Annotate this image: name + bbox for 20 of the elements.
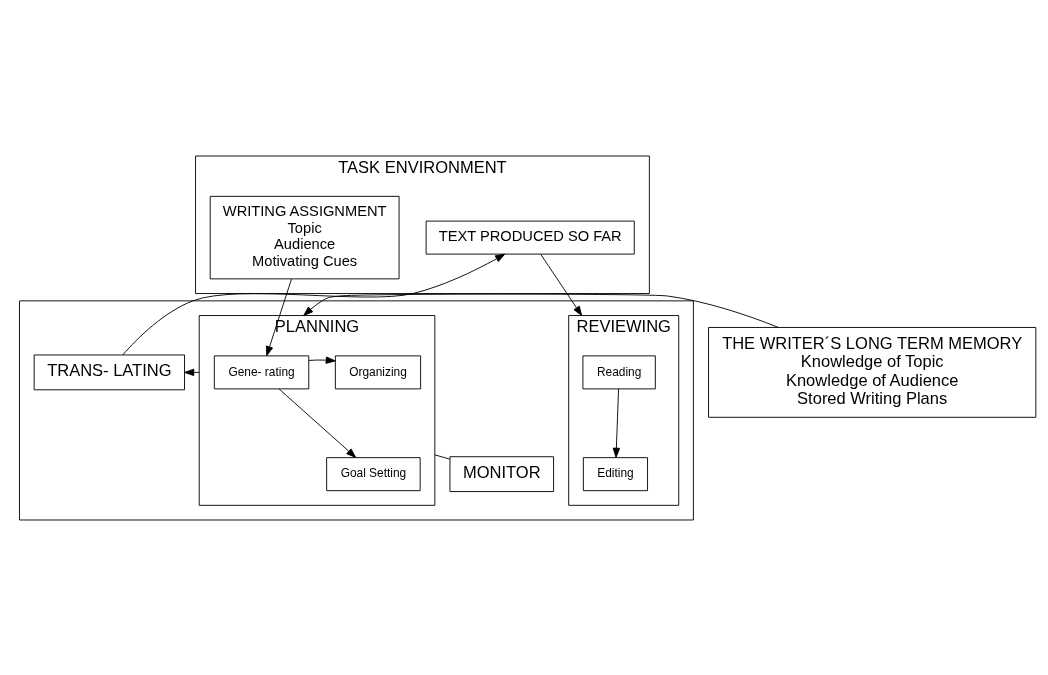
- node-box: Gene- rating: [213, 354, 310, 389]
- arrow: [612, 387, 621, 458]
- node-box: THE WRITER´S LONG TERM MEMORY Knowledge of Topic Knowledge of Audience Stored Writing Plans: [708, 326, 1037, 418]
- node-box: Reading: [582, 354, 656, 389]
- node-box: Organizing: [334, 354, 422, 389]
- node-box: TRANS- LATING: [33, 354, 185, 390]
- node-box: MONITOR: [449, 455, 555, 492]
- node-box: TEXT PRODUCED SO FAR: [425, 220, 635, 255]
- arrow: [308, 356, 336, 364]
- arrow: [184, 368, 200, 376]
- arrow: [540, 253, 583, 316]
- node-box: WRITING ASSIGNMENT Topic Audience Motivating Cues: [209, 195, 400, 279]
- node-box: Editing: [582, 456, 648, 491]
- arrow: [278, 387, 357, 458]
- node-box: Goal Setting: [326, 456, 421, 491]
- arrow: [266, 278, 292, 356]
- arrow: [122, 253, 506, 355]
- connector: [434, 453, 451, 459]
- arrow: [303, 293, 779, 328]
- cluster: [19, 299, 694, 520]
